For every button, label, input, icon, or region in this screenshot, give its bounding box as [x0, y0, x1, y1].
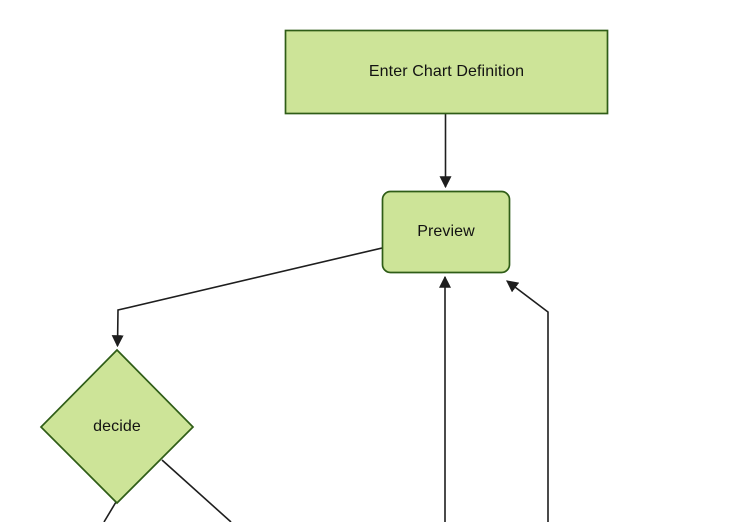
edge-preview-to-decide — [111, 247, 383, 348]
edge-decide-down-left — [103, 501, 117, 522]
edge-bottom-to-preview-corner — [506, 280, 549, 522]
node-preview-shape — [381, 190, 511, 274]
edge-decide-down-right — [161, 459, 232, 522]
node-decide-shape — [39, 348, 195, 505]
node-enter-chart-definition-shape — [284, 29, 609, 115]
